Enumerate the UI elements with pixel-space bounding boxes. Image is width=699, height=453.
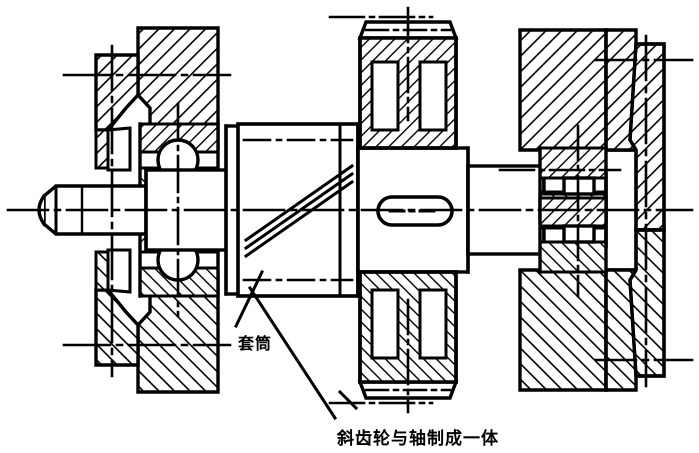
sleeve-label: 套筒 — [238, 334, 273, 353]
centerlines — [6, 6, 694, 414]
gear-integral-label: 斜齿轮与轴制成一体 — [337, 429, 499, 449]
left-housing-lower — [94, 248, 220, 394]
leader-lines — [233, 269, 359, 421]
